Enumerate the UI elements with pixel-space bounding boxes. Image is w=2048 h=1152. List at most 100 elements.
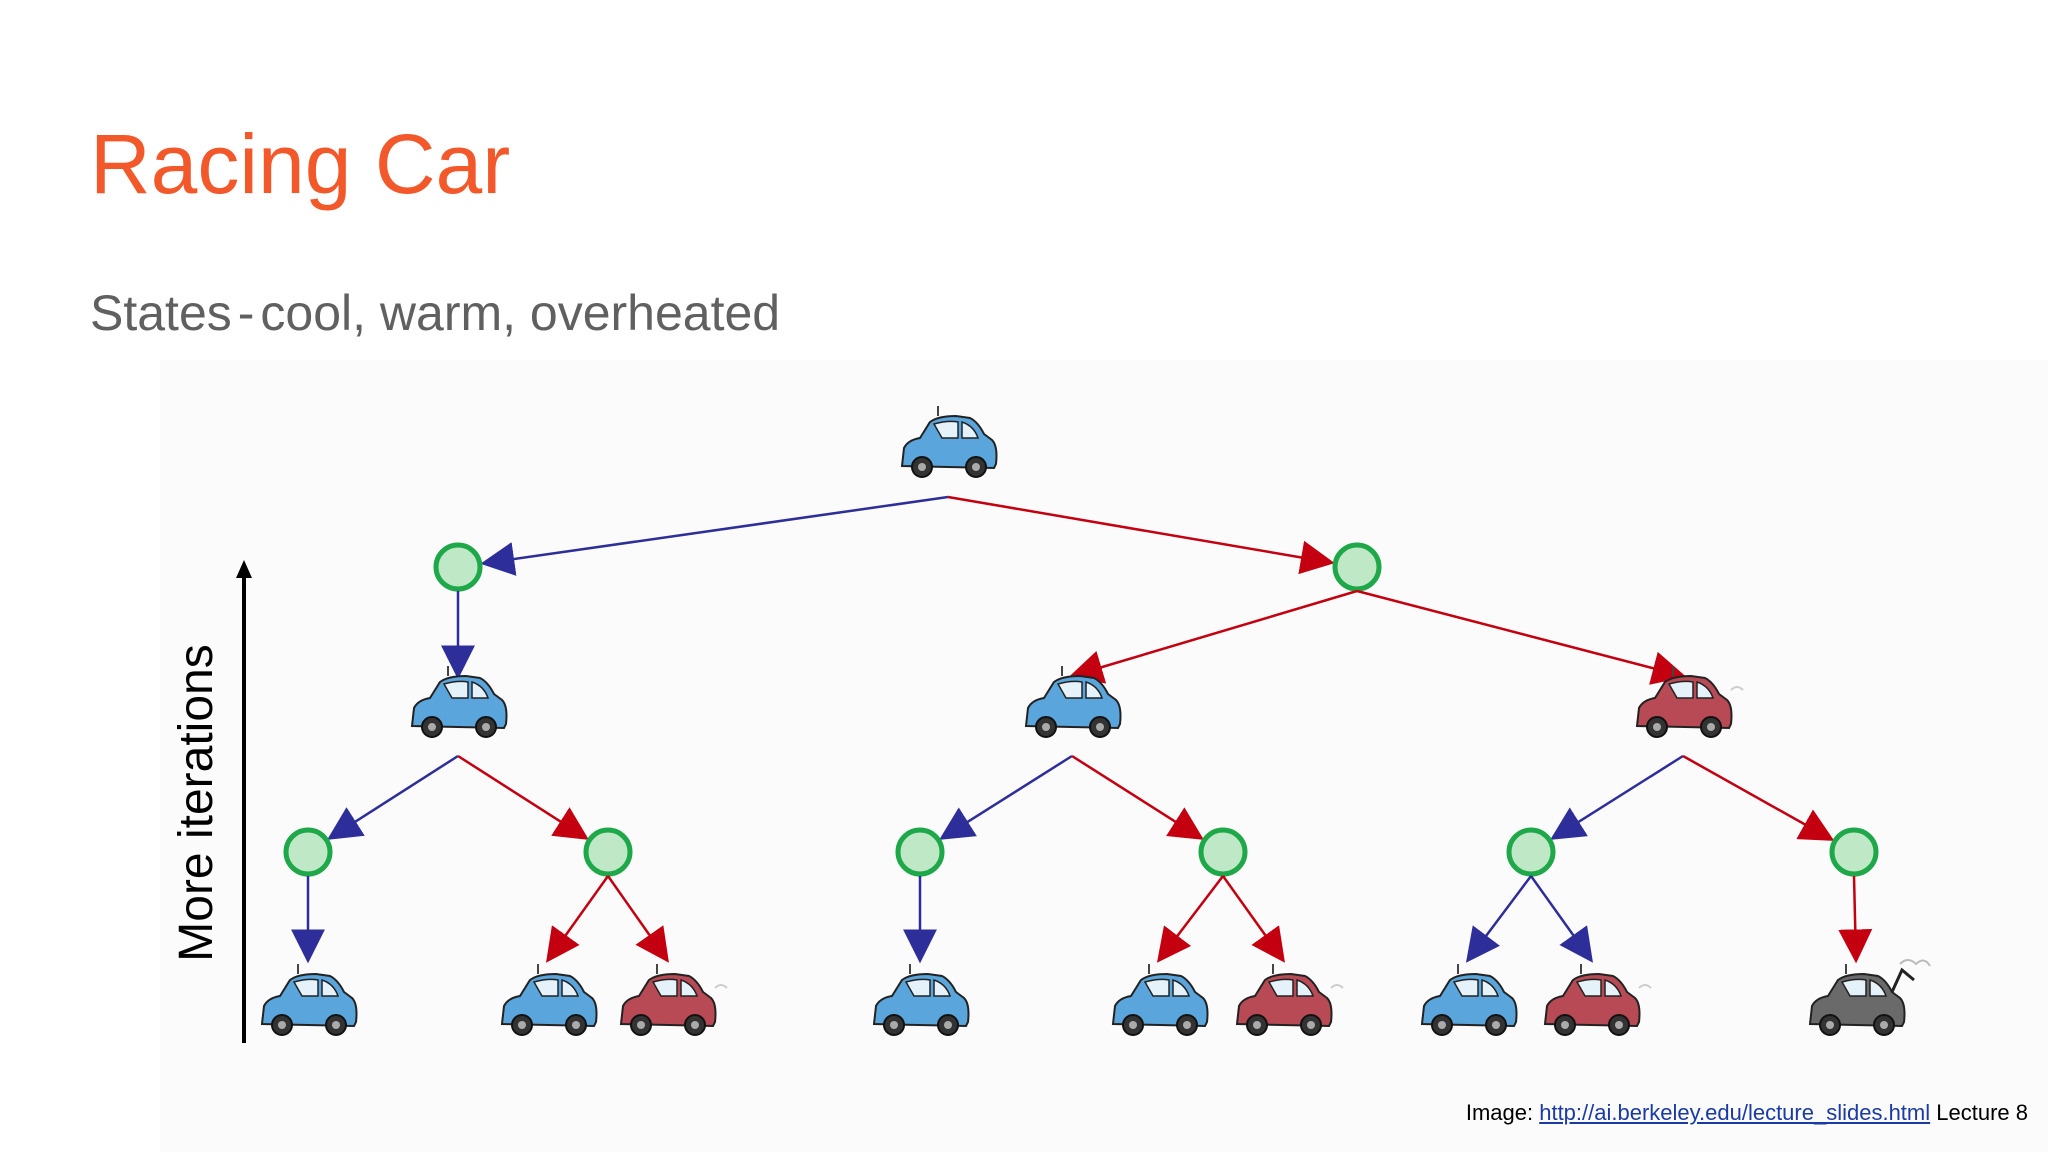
chance-node xyxy=(433,542,483,592)
car-hubcap xyxy=(972,463,980,471)
car-hubcap xyxy=(918,463,926,471)
car-cool-state xyxy=(1024,666,1122,738)
car-steam xyxy=(1330,984,1344,989)
car-window xyxy=(1267,978,1294,997)
car-window xyxy=(561,978,580,997)
car-cool-leaf xyxy=(872,964,970,1036)
car-window xyxy=(961,420,980,439)
slide-title: Racing Car xyxy=(90,117,511,211)
transition-arrow-fast xyxy=(1221,875,1285,963)
iterations-axis-arrowhead xyxy=(236,560,252,578)
transition-arrow-slow xyxy=(1529,875,1593,963)
car-hubcap xyxy=(890,1021,898,1029)
car-hubcap xyxy=(518,1021,526,1029)
car-window xyxy=(1575,978,1602,997)
chance-node xyxy=(1332,542,1382,592)
subtitle-states: cool, warm, overheated xyxy=(260,285,781,341)
car-window xyxy=(933,978,952,997)
car-window xyxy=(1085,680,1104,699)
transition-arrow-fast xyxy=(1156,875,1224,963)
transition-arrow-fast xyxy=(1838,875,1873,964)
car-hubcap xyxy=(278,1021,286,1029)
action-arrow-slow xyxy=(327,754,459,840)
image-credit: Image: http://ai.berkeley.edu/lecture_sl… xyxy=(1466,1100,2028,1126)
car-window xyxy=(1143,978,1170,997)
car-hubcap xyxy=(1615,1021,1623,1029)
chance-node xyxy=(1506,827,1556,877)
car-warm-state xyxy=(1635,666,1744,738)
car-window xyxy=(1296,978,1315,997)
car-hubcap xyxy=(1129,1021,1137,1029)
car-hubcap xyxy=(482,723,490,731)
car-cool-root xyxy=(900,406,998,478)
car-hubcap xyxy=(1438,1021,1446,1029)
chance-node xyxy=(1198,827,1248,877)
credit-suffix: Lecture 8 xyxy=(1936,1100,2028,1125)
car-window xyxy=(321,978,340,997)
chance-node xyxy=(895,827,945,877)
subtitle-separator: - xyxy=(237,285,255,341)
transition-arrow-fast xyxy=(1356,589,1687,685)
car-steam xyxy=(1638,984,1652,989)
car-cool-state xyxy=(410,666,508,738)
car-hubcap xyxy=(1653,723,1661,731)
chance-node xyxy=(283,827,333,877)
transition-arrow-fast xyxy=(1068,589,1358,684)
transition-arrow-slow xyxy=(1465,875,1532,963)
car-hubcap xyxy=(1492,1021,1500,1029)
car-window xyxy=(1667,680,1694,699)
action-arrow-fast xyxy=(1682,754,1835,841)
mdp-tree-figure: More iterations xyxy=(160,360,2048,1152)
car-cool-leaf xyxy=(1111,964,1209,1036)
car-hubcap xyxy=(691,1021,699,1029)
car-overheated-leaf xyxy=(1808,959,1931,1036)
transition-arrow-fast xyxy=(606,875,669,963)
car-hubcap xyxy=(637,1021,645,1029)
car-open-hood xyxy=(1890,967,1915,993)
car-steam xyxy=(1730,686,1744,691)
credit-link[interactable]: http://ai.berkeley.edu/lecture_slides.ht… xyxy=(1539,1100,1931,1125)
car-window xyxy=(1840,978,1867,997)
car-warm-leaf xyxy=(619,964,728,1036)
action-arrow-fast xyxy=(947,495,1335,575)
car-window xyxy=(651,978,678,997)
car-window xyxy=(1696,680,1715,699)
subtitle-label: States xyxy=(90,285,232,341)
action-arrow-slow xyxy=(939,754,1073,840)
car-hubcap xyxy=(1183,1021,1191,1029)
car-hubcap xyxy=(1826,1021,1834,1029)
iterations-axis-label: More iterations xyxy=(170,644,223,961)
car-window xyxy=(1056,680,1083,699)
car-window xyxy=(904,978,931,997)
action-arrow-fast xyxy=(457,754,589,840)
car-window xyxy=(680,978,699,997)
car-hubcap xyxy=(1307,1021,1315,1029)
mdp-tree-diagram: More iterations xyxy=(170,406,1931,1043)
chance-node xyxy=(583,827,633,877)
car-hubcap xyxy=(1042,723,1050,731)
car-hubcap xyxy=(944,1021,952,1029)
car-window xyxy=(532,978,559,997)
car-hubcap xyxy=(1707,723,1715,731)
car-hubcap xyxy=(1880,1021,1888,1029)
action-arrow-slow xyxy=(1550,754,1684,840)
credit-prefix: Image: xyxy=(1465,1100,1534,1125)
action-arrow-fast xyxy=(1071,754,1204,840)
car-hubcap xyxy=(428,723,436,731)
car-hubcap xyxy=(572,1021,580,1029)
car-window xyxy=(1452,978,1479,997)
car-window xyxy=(1869,978,1888,997)
car-hubcap xyxy=(1561,1021,1569,1029)
car-hubcap xyxy=(332,1021,340,1029)
car-hubcap xyxy=(1096,723,1104,731)
transition-arrow-fast xyxy=(546,875,610,963)
car-cool-leaf xyxy=(500,964,598,1036)
action-arrow-slow xyxy=(480,495,949,576)
car-cool-leaf xyxy=(1420,964,1518,1036)
car-steam xyxy=(714,984,728,989)
car-cool-leaf xyxy=(260,964,358,1036)
car-hubcap xyxy=(1253,1021,1261,1029)
car-window xyxy=(1172,978,1191,997)
car-window xyxy=(471,680,490,699)
car-window xyxy=(932,420,959,439)
